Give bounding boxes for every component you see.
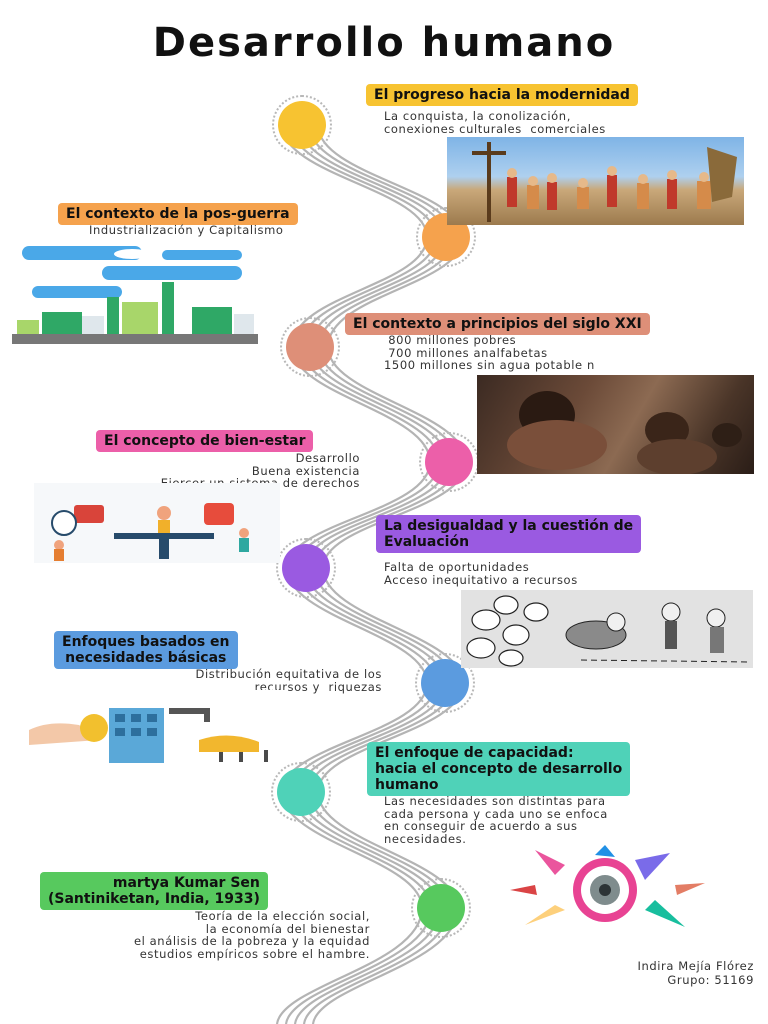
timeline-dot-5 — [276, 538, 336, 598]
section-desc-modernidad: La conquista, la conolización, conexione… — [384, 109, 606, 136]
section-desc-capacidad: Las necesidades son distintas para cada … — [384, 794, 608, 846]
section-label-sen: martya Kumar Sen (Santiniketan, India, 1… — [40, 872, 268, 910]
section-desc-siglo-xxi: 800 millones pobres 700 millones analfab… — [384, 333, 595, 372]
section-label-necesidades: Enfoques basados en necesidades básicas — [54, 631, 238, 669]
section-desc-desigualdad: Falta de oportunidades Acceso inequitati… — [384, 560, 578, 587]
timeline-dot-8 — [411, 878, 471, 938]
target-image — [495, 845, 718, 932]
author-signature: Indira Mejía Flórez Grupo: 51169 — [637, 959, 754, 987]
section-label-bienestar: El concepto de bien-estar — [96, 430, 314, 452]
section-label-siglo-xxi: El contexto a principios del siglo XXI — [345, 313, 650, 335]
timeline-dot-4 — [419, 432, 479, 492]
author-name: Indira Mejía Flórez — [637, 959, 754, 973]
group-number: Grupo: 51169 — [667, 972, 754, 987]
timeline-dot-6 — [415, 653, 475, 713]
section-label-capacidad: El enfoque de capacidad: hacia el concep… — [367, 742, 631, 796]
timeline-dot-1 — [272, 95, 332, 155]
poverty-photo — [477, 375, 754, 474]
industry-image — [12, 242, 258, 348]
wellbeing-illustration — [34, 483, 280, 563]
section-desc-posguerra: Industrialización y Capitalismo — [89, 223, 284, 237]
section-desc-sen: Teoría de la elección social, la economí… — [133, 909, 370, 961]
section-label-desigualdad: La desigualdad y la cuestión de Evaluaci… — [376, 515, 642, 553]
conquest-image — [447, 137, 744, 225]
resources-illustration — [29, 690, 287, 766]
inequality-cartoon — [461, 590, 753, 668]
section-desc-necesidades: Distribución equitativa de los recursos … — [195, 667, 382, 694]
section-label-posguerra: El contexto de la pos-guerra — [58, 203, 298, 225]
timeline-dot-3 — [280, 317, 340, 377]
timeline-dot-7 — [271, 762, 331, 822]
section-label-modernidad: El progreso hacia la modernidad — [366, 84, 638, 106]
page-title: Desarrollo humano — [152, 20, 616, 66]
